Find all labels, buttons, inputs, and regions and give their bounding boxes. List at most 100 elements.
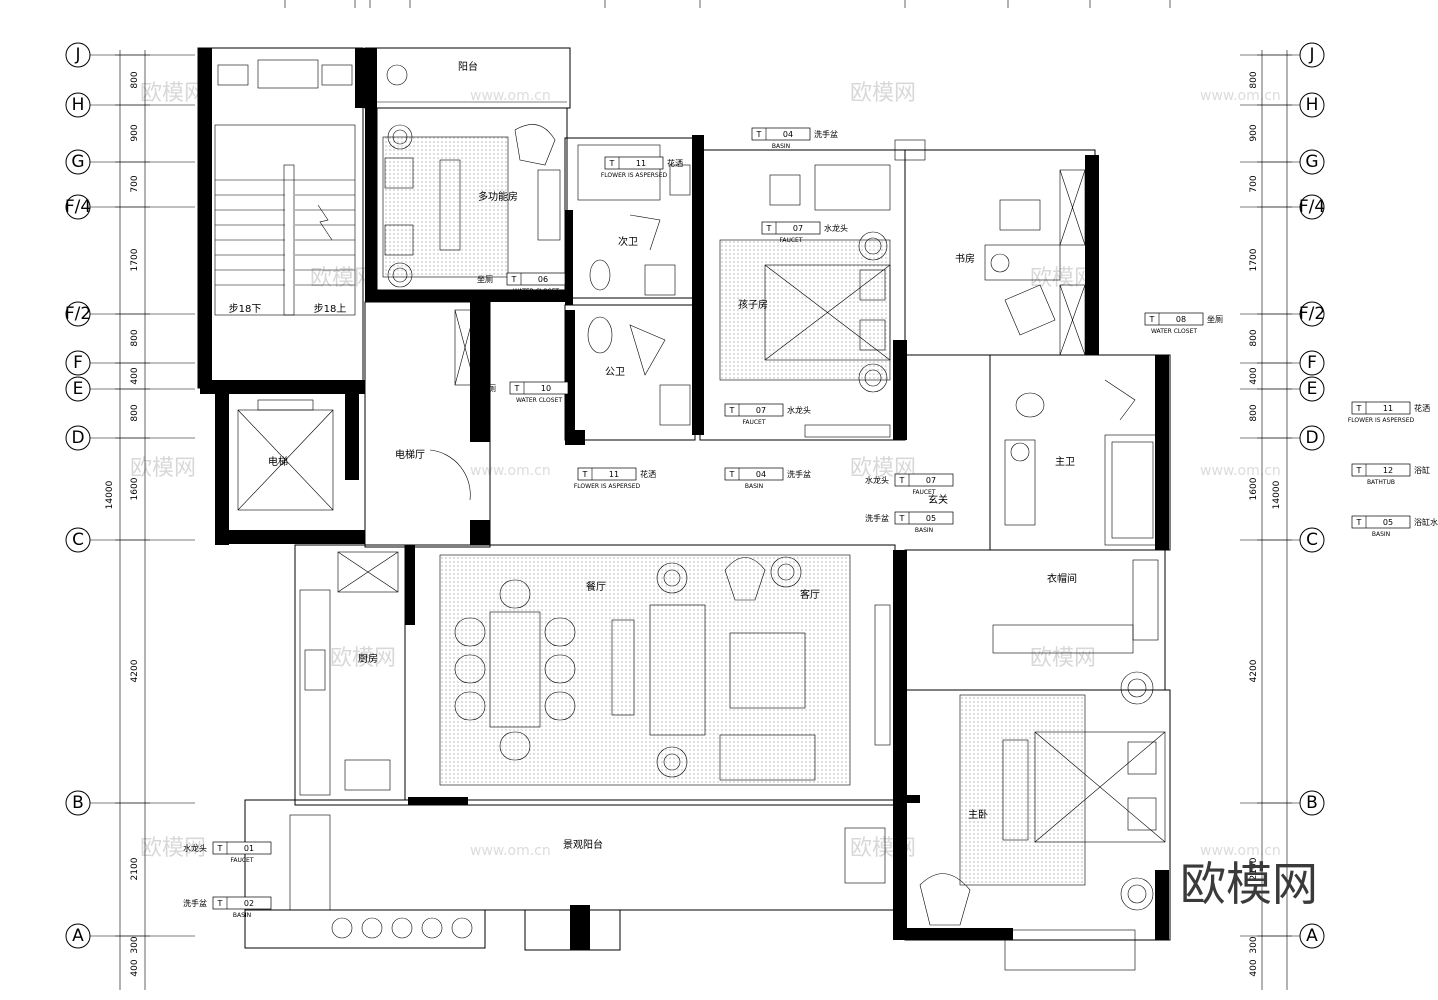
- room-labels: 阳台 多功能房 次卫 孩子房 书房 步18下 步18上 电梯 电梯厅 公卫 主卫…: [229, 60, 1077, 851]
- tag-code: 05: [926, 514, 936, 523]
- watermark-url: www.om.cn: [1200, 843, 1281, 859]
- tag-english: WATER CLOSET: [1151, 328, 1197, 335]
- axis-label: F/2: [65, 304, 91, 324]
- axis-label: E: [1307, 379, 1318, 399]
- room-label-study: 书房: [955, 252, 975, 265]
- tag-code: 10: [541, 384, 551, 393]
- tag-chinese: 浴缸: [1414, 465, 1430, 475]
- walls: [197, 47, 1171, 971]
- tag-prefix: T: [582, 470, 588, 479]
- axis-label: C: [1306, 530, 1318, 550]
- tag-english: BASIN: [233, 912, 251, 919]
- tag-code: 12: [1383, 466, 1393, 475]
- axis-bubble-b: B: [65, 790, 195, 816]
- room-label-kids-room: 孩子房: [738, 298, 768, 311]
- tag-code: 07: [756, 406, 766, 415]
- tag-english: FLOWER IS ASPERSED: [574, 483, 641, 490]
- tag-code: 05: [1383, 518, 1393, 527]
- tag-english: WATER CLOSET: [513, 288, 559, 295]
- axis-bubble-g: G: [1240, 149, 1325, 175]
- top-dimension-ticks: [284, 0, 1171, 8]
- dimension-text: 900: [1249, 124, 1259, 141]
- dimension-text: 800: [130, 329, 140, 346]
- room-label-living: 客厅: [800, 588, 820, 601]
- tag-english: FAUCET: [779, 237, 802, 244]
- tag-prefix: T: [766, 224, 772, 233]
- tag-prefix: T: [609, 159, 615, 168]
- axis-bubble-c: C: [1240, 527, 1325, 553]
- tag-chinese: 坐厕: [1207, 315, 1223, 324]
- watermark-cn: 欧模网: [130, 456, 196, 481]
- watermark-url: www.om.cn: [1200, 463, 1281, 479]
- room-label-dining: 餐厅: [586, 580, 606, 593]
- tag-code: 01: [244, 844, 254, 853]
- brand-logo: 欧模网: [1180, 857, 1318, 911]
- room-label-elevator: 电梯: [268, 455, 288, 468]
- tag-code: 08: [1176, 315, 1186, 324]
- watermark-url: www.om.cn: [1200, 88, 1281, 104]
- dimension-text: 400: [130, 959, 140, 976]
- dimension-text: 400: [130, 367, 140, 384]
- dimension-text: 800: [130, 404, 140, 421]
- axis-bubble-d: D: [1240, 425, 1325, 451]
- axis-bubble-a: A: [65, 923, 195, 949]
- tag-code: 11: [609, 470, 619, 479]
- axis-label: J: [1308, 45, 1314, 65]
- tag-code: 11: [636, 159, 646, 168]
- watermark-cn: 欧模网: [140, 81, 206, 106]
- tag-chinese: 水龙头: [824, 223, 848, 233]
- room-label-public-bath: 公卫: [605, 367, 625, 378]
- dimension-text: 700: [1249, 175, 1259, 192]
- dimension-text: 2100: [1249, 857, 1259, 880]
- axis-bubble-d: D: [65, 425, 195, 451]
- axis-bubble-f: F: [1240, 350, 1325, 376]
- tag-english: FAUCET: [230, 857, 253, 864]
- tag-english: BATHTUB: [1367, 479, 1395, 486]
- dimension-text: 800: [130, 71, 140, 88]
- tag-chinese: 花洒: [667, 158, 683, 168]
- axis-label: D: [1305, 428, 1318, 448]
- axis-bubble-b: B: [1240, 790, 1325, 816]
- axis-bubble-j: J: [65, 42, 195, 68]
- axis-bubble-f-4: F/4: [65, 194, 195, 220]
- axis-bubble-h: H: [1240, 92, 1325, 118]
- axis-bubble-e: E: [1240, 376, 1325, 402]
- tag-chinese: 水龙头: [183, 843, 207, 853]
- room-label-entrance: 玄关: [928, 493, 948, 506]
- watermark-cn: 欧模网: [1030, 646, 1096, 671]
- tag-prefix: T: [1356, 404, 1362, 413]
- axis-label: B: [1306, 793, 1318, 813]
- axis-bubble-f: F: [65, 350, 195, 376]
- tag-chinese: 水龙头: [865, 475, 889, 485]
- room-label-balcony: 阳台: [458, 60, 478, 73]
- dimension-text: 300: [130, 936, 140, 953]
- axis-label: C: [72, 530, 84, 550]
- room-label-wardrobe: 衣帽间: [1047, 572, 1077, 585]
- tag-chinese: 水龙头: [787, 405, 811, 415]
- axis-bubble-j: J: [1240, 42, 1325, 68]
- tag-chinese: 坐厕: [480, 384, 496, 393]
- room-label-stair-up: 步18上: [314, 303, 347, 315]
- axis-label: F/4: [1299, 197, 1325, 217]
- tag-prefix: T: [511, 275, 517, 284]
- tag-prefix: T: [1149, 315, 1155, 324]
- tag-english: FLOWER IS ASPERSED: [1348, 417, 1415, 424]
- room-label-second-bath: 次卫: [618, 235, 638, 248]
- axis-bubble-c: C: [65, 527, 195, 553]
- total-dimension: 14000: [105, 480, 115, 509]
- axis-label: G: [71, 152, 84, 172]
- axis-label: H: [72, 95, 85, 115]
- tag-english: FLOWER IS ASPERSED: [601, 172, 668, 179]
